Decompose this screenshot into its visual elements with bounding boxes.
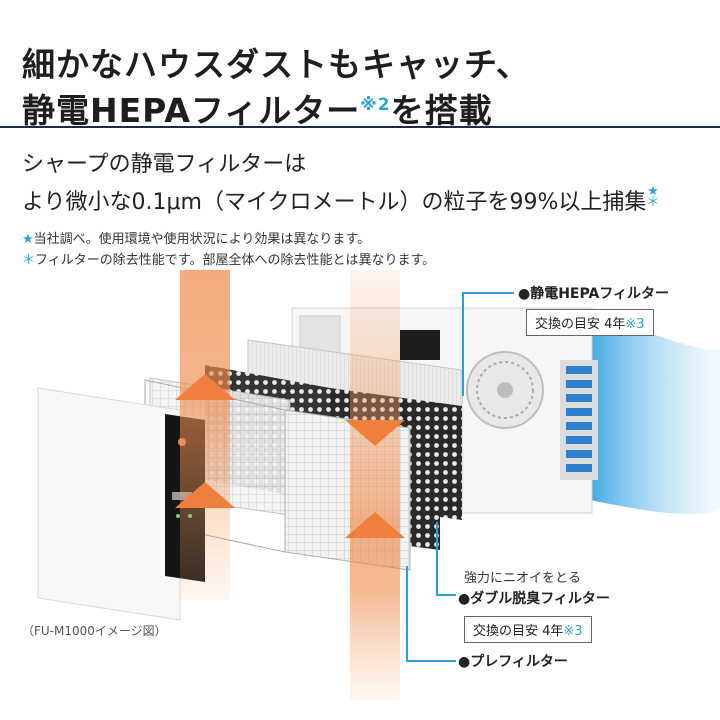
deodor-intro: 強力にニオイをとる (464, 571, 582, 586)
intake-airflow-left (180, 270, 230, 600)
star-icon: ★ (22, 232, 34, 247)
headline-line-2: 静電HEPAフィルター※2を搭載 (22, 84, 493, 132)
arrow-up-icon (345, 512, 405, 538)
subheading-line-2-text: より微小な0.1μm（マイクロメートル）の粒子を99%以上捕集 (22, 190, 647, 215)
intake-airflow-center (350, 270, 400, 520)
hepa-replace-box: 交換の目安 4年※3 (526, 309, 654, 336)
model-caption: （FU-M1000イメージ図） (22, 624, 167, 638)
note-star-text: 当社調べ。使用環境や使用状況により効果は異なります。 (33, 232, 371, 247)
star-icon: ★ (647, 184, 659, 199)
hepa-filter-label: ●静電HEPAフィルター (518, 286, 670, 302)
hepa-replace-text: 交換の目安 4年 (535, 317, 626, 332)
deodor-replace-text: 交換の目安 4年 (473, 624, 564, 639)
asterisk-icon: ＊ (646, 195, 660, 210)
hepa-replace-note: ※3 (625, 317, 645, 332)
deodor-replace-box: 交換の目安 4年※3 (464, 616, 592, 643)
subheading-line-2: より微小な0.1μm（マイクロメートル）の粒子を99%以上捕集★＊ (22, 184, 659, 216)
title-divider (0, 126, 720, 128)
leader-hepa (462, 292, 464, 396)
purifier-illustration (37, 270, 720, 700)
note-star: ★当社調べ。使用環境や使用状況により効果は異なります。 (22, 228, 370, 247)
subheading-marks: ★＊ (646, 184, 660, 210)
headline-footnote-mark: ※2 (360, 95, 391, 115)
leader-deodor (436, 522, 438, 596)
arrow-up-icon (175, 374, 235, 400)
subheading-line-1: シャープの静電フィルターは (22, 152, 307, 177)
headline-line-1: 細かなハウスダストもキャッチ、 (22, 45, 531, 84)
headline-line-2-end: を搭載 (390, 91, 493, 130)
clean-air-outflow (590, 310, 720, 515)
arrow-up-icon (175, 482, 235, 508)
arrow-down-icon (345, 420, 405, 446)
asterisk-icon: ＊ (22, 253, 36, 268)
note-asterisk: ＊フィルターの除去性能です。部屋全体への除去性能とは異なります。 (22, 249, 435, 268)
pre-filter-label: ●プレフィルター (458, 654, 568, 670)
deodor-replace-note: ※3 (563, 624, 583, 639)
note-asterisk-text: フィルターの除去性能です。部屋全体への除去性能とは異なります。 (35, 253, 436, 268)
headline-line-2-main: 静電HEPAフィルター (22, 91, 361, 130)
leader-pre (406, 566, 408, 662)
deodor-filter-label: ●ダブル脱臭フィルター (458, 591, 610, 607)
